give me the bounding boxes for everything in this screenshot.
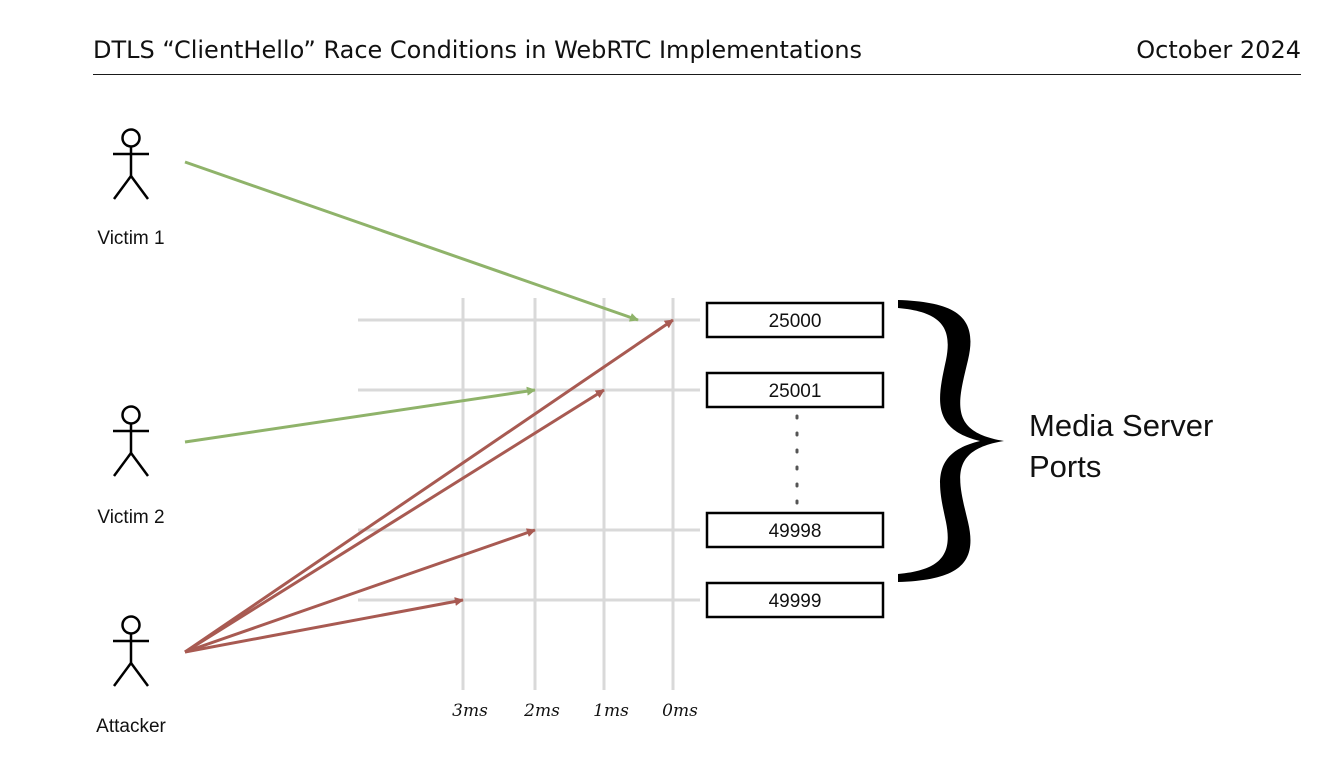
victim1-actor: Victim 1 [97,128,165,249]
actors: Victim 1 Victim 2 Attacker [96,128,167,737]
time-axis: 3ms 2ms 1ms 0ms [452,701,698,721]
time-label-1ms: 1ms [593,701,629,721]
time-label-0ms: 0ms [662,701,698,721]
packet-arrows [184,160,674,654]
port-box-25000: 25000 [705,301,885,339]
victim2-to-25001-arrow [184,386,536,444]
document-date: October 2024 [1136,36,1301,64]
port-number: 49998 [769,521,822,542]
port-list: 25000 25001 49998 49999 [705,301,885,619]
time-label-3ms: 3ms [452,701,488,721]
stick-figure-icon [112,615,150,687]
stick-figure-icon [112,128,150,200]
document-title: DTLS “ClientHello” Race Conditions in We… [93,36,863,64]
time-label-2ms: 2ms [523,701,560,721]
stick-figure-icon [112,405,150,477]
attacker-to-25001-arrow [184,388,605,654]
victim1-label: Victim 1 [97,228,164,249]
victim2-label: Victim 2 [97,507,164,528]
port-box-25001: 25001 [705,371,885,409]
brace-label-line-2: Ports [1029,449,1101,484]
victim2-actor: Victim 2 [97,405,165,528]
page-header: DTLS “ClientHello” Race Conditions in We… [93,34,1301,75]
port-number: 25001 [769,381,822,402]
attacker-label: Attacker [96,716,166,737]
curly-brace [898,300,1004,582]
attacker-to-49999-arrow [184,597,464,654]
port-number: 25000 [769,311,822,332]
port-number: 49999 [769,591,822,612]
timing-grid [358,298,700,690]
victim1-to-25000-arrow [184,160,639,322]
brace-label-line-1: Media Server [1029,408,1213,443]
attacker-to-49998-arrow [184,528,536,654]
attacker-actor: Attacker [96,615,167,737]
port-box-49998: 49998 [705,511,885,549]
port-box-49999: 49999 [705,581,885,619]
attacker-to-25000-arrow [184,318,674,654]
